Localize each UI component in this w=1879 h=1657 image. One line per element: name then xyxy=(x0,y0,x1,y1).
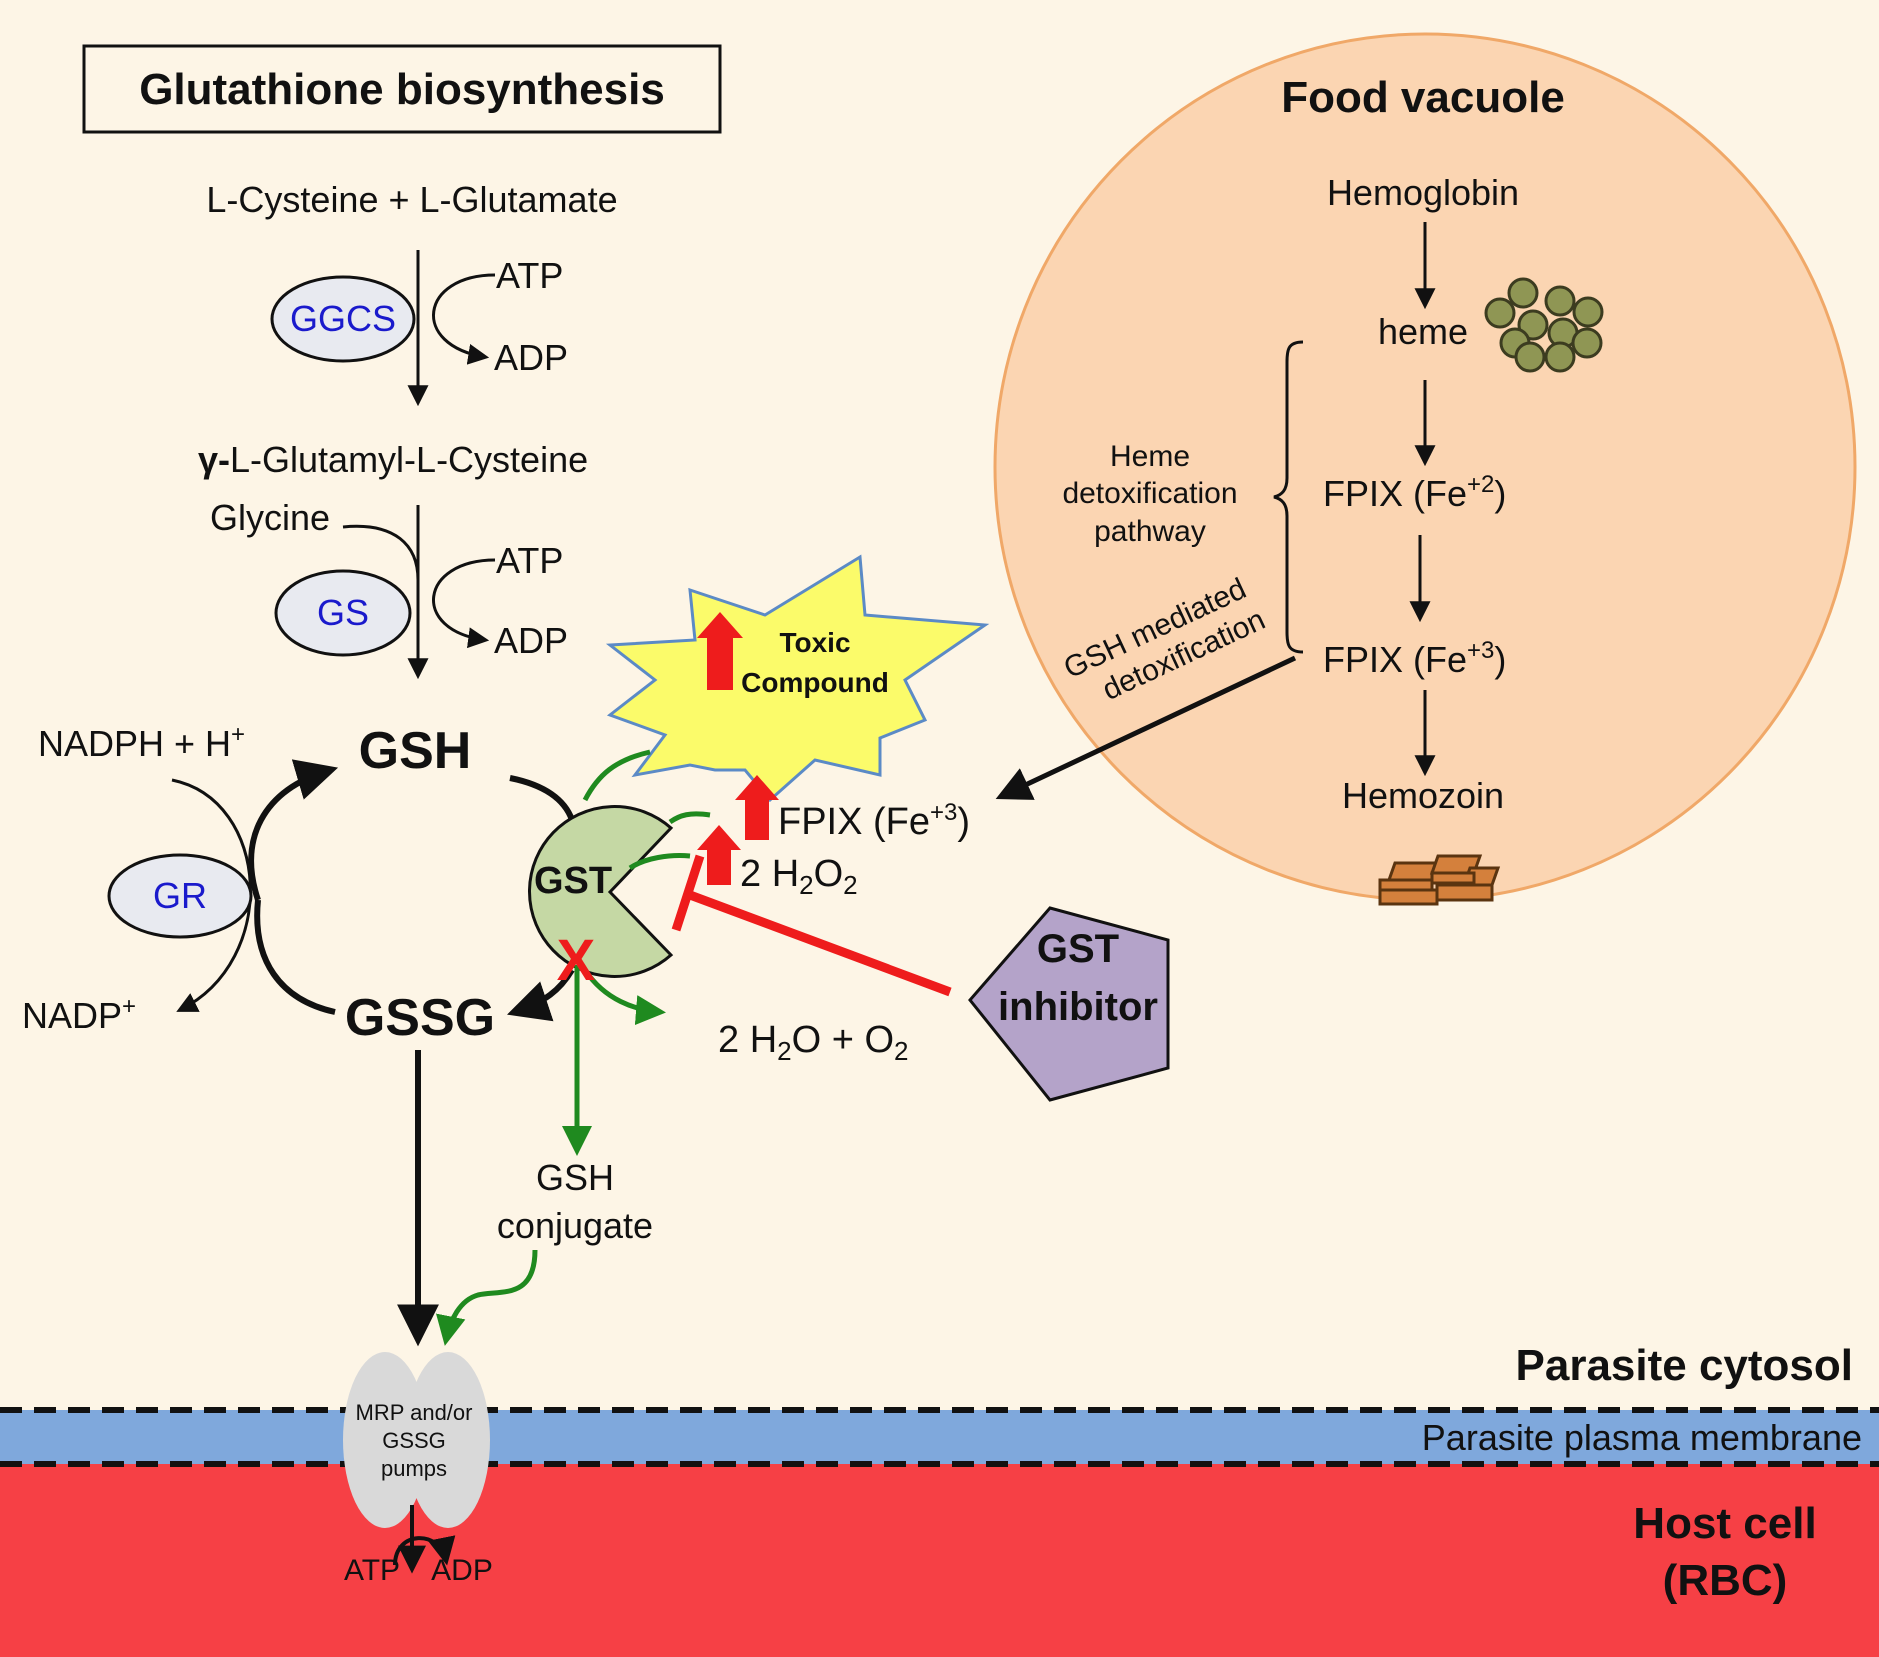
parasite-cytosol-label: Parasite cytosol xyxy=(1516,1341,1854,1390)
atp-label-1: ATP xyxy=(496,255,563,296)
host-cell-label-line2: (RBC) xyxy=(1663,1556,1788,1605)
intermediate-label: γ-L-Glutamyl-L-Cysteine xyxy=(198,439,588,480)
inhibition-x-mark: X xyxy=(557,928,596,993)
heme-label: heme xyxy=(1378,311,1468,352)
gr-enzyme xyxy=(107,853,253,939)
gr-cycle-upper-arrow xyxy=(248,759,339,901)
gr-label: GR xyxy=(153,875,207,916)
gst-to-water-arrow xyxy=(582,968,666,1026)
glycine-label: Glycine xyxy=(210,497,330,538)
fpix-fe3-gst-label: FPIX (Fe+3) xyxy=(778,799,970,843)
fpix-fe3-vacuole-label: FPIX (Fe+3) xyxy=(1323,637,1506,680)
ggcs-enzyme xyxy=(270,275,416,363)
gst-inhibitor-shape xyxy=(968,906,1170,1102)
h2o2-to-gst-line xyxy=(628,853,691,871)
heme-detox-line1: Heme xyxy=(1110,440,1190,473)
pump-label-line1: MRP and/or xyxy=(356,1400,473,1425)
conjugate-label-line1: GSH xyxy=(536,1157,614,1198)
inhibitor-line xyxy=(688,890,952,997)
nadp-label: NADP+ xyxy=(22,993,136,1036)
host-cell-region xyxy=(0,1464,1879,1657)
heme-cluster-icon xyxy=(1484,277,1604,373)
pump-atp-adp-curve xyxy=(393,1535,456,1566)
hemoglobin-label: Hemoglobin xyxy=(1327,172,1519,213)
substrate-label: L-Cysteine + L-Glutamate xyxy=(206,179,617,220)
pump-label-line3: pumps xyxy=(381,1456,447,1481)
gst-to-gssg-arrow xyxy=(507,968,575,1022)
nadph-to-nadp-curve xyxy=(171,778,252,1012)
page-title: Glutathione biosynthesis xyxy=(139,65,665,114)
atp-label-2: ATP xyxy=(496,540,563,581)
adp-label-1: ADP xyxy=(494,337,568,378)
h2o2-label: 2 H2O2 xyxy=(740,853,858,900)
gs-enzyme xyxy=(274,569,412,657)
atp-adp-curve-1 xyxy=(432,273,496,365)
heme-detox-bracket xyxy=(1273,340,1304,654)
gst-enzyme xyxy=(528,805,674,978)
toxic-to-gst-line xyxy=(582,749,651,802)
toxic-up-arrow xyxy=(697,612,743,690)
fpix-up-arrow xyxy=(735,775,779,840)
heme-detox-line3: pathway xyxy=(1094,515,1206,548)
conjugate-label-line2: conjugate xyxy=(497,1205,653,1246)
water-oxygen-label: 2 H2O + O2 xyxy=(718,1019,909,1066)
hemozoin-crystals-icon xyxy=(1378,854,1501,906)
parasite-membrane-band xyxy=(0,1410,1879,1464)
parasite-membrane-label: Parasite plasma membrane xyxy=(1422,1417,1862,1458)
fpix-to-gst-line xyxy=(668,811,711,825)
inhibitor-label-line1: GST xyxy=(1037,927,1119,971)
host-cell-label-line1: Host cell xyxy=(1633,1499,1816,1548)
atp-adp-curve-2 xyxy=(432,558,496,649)
heme-detox-line2: detoxification xyxy=(1062,477,1237,510)
toxic-label-line2: Compound xyxy=(741,667,889,698)
gs-label: GS xyxy=(317,592,369,633)
gsh-label: GSH xyxy=(359,722,472,780)
h2o2-up-arrow xyxy=(697,825,741,885)
gst-label: GST xyxy=(534,860,612,902)
inhibitor-bar xyxy=(671,854,705,932)
nadph-label: NADPH + H+ xyxy=(38,721,245,764)
gr-cycle-lower-arrow xyxy=(254,899,336,1015)
conjugate-to-pump-arrow xyxy=(436,1249,538,1346)
ggcs-label: GGCS xyxy=(290,298,396,339)
pump-label-line2: GSSG xyxy=(382,1428,446,1453)
inhibitor-label-line2: inhibitor xyxy=(998,985,1158,1029)
fpix-fe2-label: FPIX (Fe+2) xyxy=(1323,471,1506,514)
adp-label-2: ADP xyxy=(494,620,568,661)
pump-adp-label: ADP xyxy=(431,1554,493,1587)
toxic-label-line1: Toxic xyxy=(779,627,850,658)
gsh-to-gst-curve xyxy=(509,775,575,822)
pump-right-lobe xyxy=(406,1352,490,1528)
food-vacuole-title: Food vacuole xyxy=(1281,73,1565,122)
gssg-label: GSSG xyxy=(345,989,495,1047)
pump-atp-label: ATP xyxy=(344,1554,400,1587)
pump-left-lobe xyxy=(343,1352,427,1528)
fpix3-to-cytosol-arrow xyxy=(995,655,1297,800)
hemozoin-label: Hemozoin xyxy=(1342,775,1504,816)
title-box xyxy=(82,44,722,134)
